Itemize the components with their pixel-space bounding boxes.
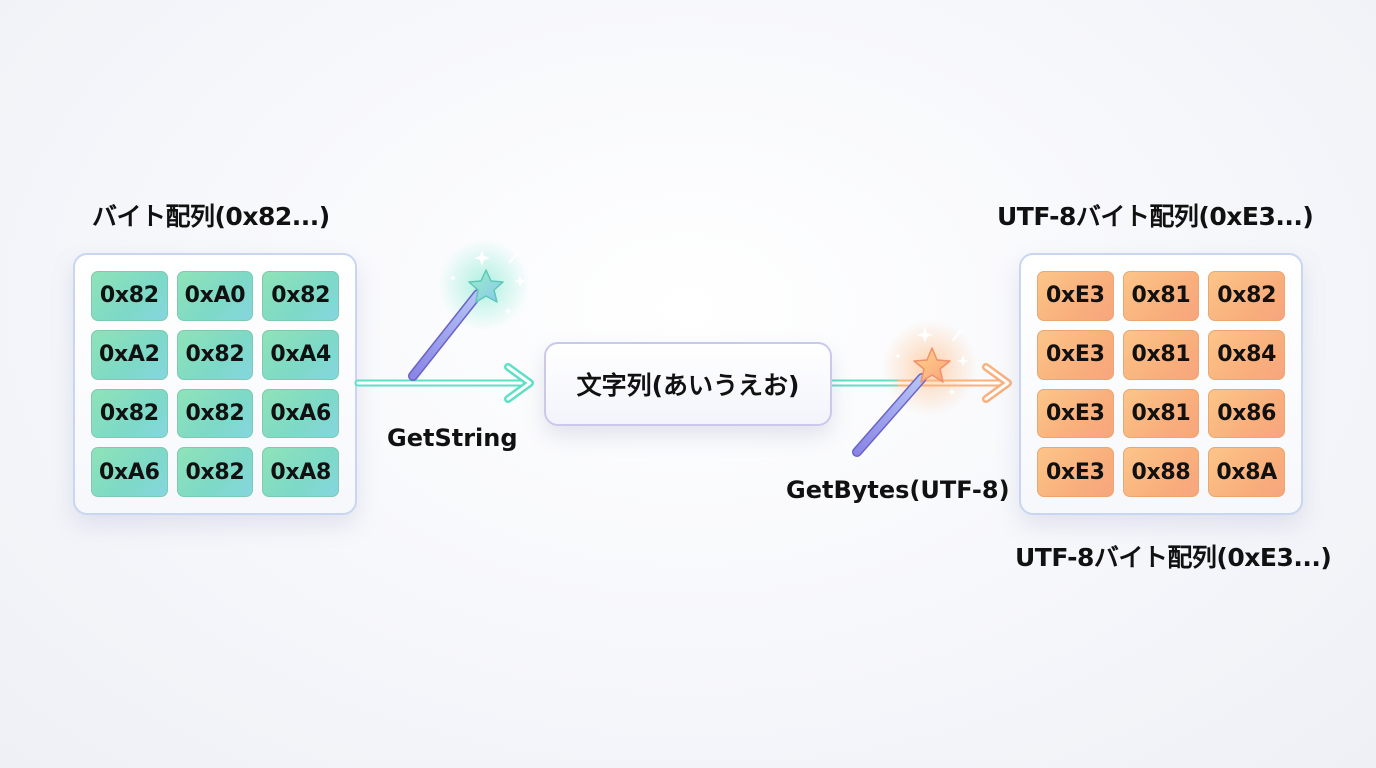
- byte-cell: 0x82: [262, 271, 339, 321]
- byte-cell: 0x84: [1208, 329, 1285, 380]
- left-array-title: バイト配列(0x82...): [92, 202, 330, 231]
- byte-cell: 0x82: [176, 329, 254, 380]
- byte-cell: 0xA6: [91, 447, 168, 497]
- byte-cell: 0xE3: [1037, 329, 1114, 380]
- byte-cell: 0x8A: [1208, 447, 1285, 497]
- byte-cell: 0xE3: [1037, 271, 1114, 321]
- byte-cell: 0x81: [1122, 271, 1200, 321]
- string-node-label: 文字列(あいうえお): [576, 371, 800, 400]
- byte-cell: 0x82: [176, 447, 254, 497]
- magic-wand-icon: [852, 320, 978, 457]
- byte-cell: 0x86: [1208, 388, 1285, 439]
- get-bytes-label: GetBytes(UTF-8): [786, 476, 1010, 504]
- right-array-caption: UTF-8バイト配列(0xE3...): [1015, 543, 1332, 572]
- byte-cell: 0xA2: [91, 329, 168, 380]
- right-byte-array-panel: 0xE3 0x81 0x82 0xE3 0x81 0x84 0xE3 0x81 …: [1019, 253, 1303, 515]
- byte-cell: 0x81: [1122, 329, 1200, 380]
- get-string-label: GetString: [387, 424, 518, 452]
- byte-cell: 0x88: [1122, 447, 1200, 497]
- get-string-arrow: [354, 363, 534, 403]
- byte-cell: 0x81: [1122, 388, 1200, 439]
- byte-cell: 0xE3: [1037, 447, 1114, 497]
- byte-cell: 0x82: [91, 271, 168, 321]
- byte-cell: 0xA4: [262, 329, 339, 380]
- byte-cell: 0xA6: [262, 388, 339, 439]
- byte-cell: 0x82: [91, 388, 168, 439]
- left-byte-array-panel: 0x82 0xA0 0x82 0xA2 0x82 0xA4 0x82 0x82 …: [73, 253, 357, 515]
- byte-cell: 0xE3: [1037, 388, 1114, 439]
- byte-cell: 0x82: [1208, 271, 1285, 321]
- byte-cell: 0xA0: [176, 271, 254, 321]
- magic-wand-icon: [408, 239, 530, 381]
- byte-cell: 0xA8: [262, 447, 339, 497]
- string-node: 文字列(あいうえお): [544, 342, 832, 426]
- right-array-title: UTF-8バイト配列(0xE3...): [997, 202, 1314, 231]
- byte-cell: 0x82: [176, 388, 254, 439]
